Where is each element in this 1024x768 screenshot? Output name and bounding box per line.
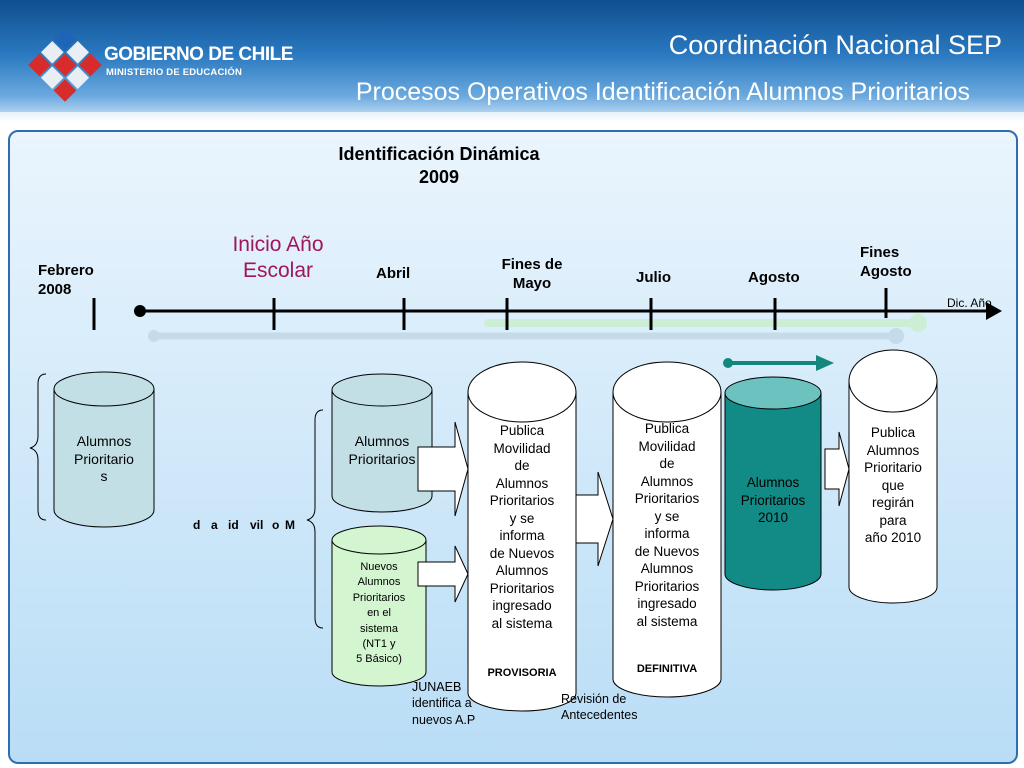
- teal-arrow: [723, 355, 834, 371]
- text-prioritarios: Alumnos Prioritarios: [348, 433, 416, 467]
- label-provisoria: PROVISORIA: [487, 667, 557, 679]
- brand-name: GOBIERNO DE CHILE: [104, 44, 293, 65]
- label-abril: Abril: [376, 265, 411, 282]
- arrow-provisoria-to-definitiva: [575, 471, 614, 567]
- cylinder-nuevos: [331, 525, 427, 687]
- gobierno-logo-icon: [28, 28, 102, 102]
- label-fines-mayo: Fines de Mayo: [501, 256, 563, 292]
- diagram-heading: Identificación Dinámica 2009: [338, 144, 540, 188]
- header-bar: GOBIERNO DE CHILE MINISTERIO DE EDUCACIÓ…: [0, 0, 1024, 120]
- header-divider: [0, 112, 1024, 122]
- cylinder-definitiva: [612, 361, 722, 698]
- text-definitiva: Publica Movilidad de Alumnos Prioritario…: [634, 421, 700, 630]
- cylinder-provisoria: [467, 361, 577, 712]
- page-subtitle: Procesos Operativos Identificación Alumn…: [355, 78, 970, 106]
- cylinder-prioritarios: [331, 373, 433, 513]
- arrow-prioritarios-to-provisoria: [417, 421, 469, 517]
- light-blue-bar-end: [148, 330, 160, 342]
- light-blue-bar-end: [888, 328, 904, 344]
- cylinder-prioritarios-2010: [724, 376, 822, 591]
- label-inicio-escolar: Inicio Año Escolar: [232, 233, 324, 283]
- brand-ministry: MINISTERIO DE EDUCACIÓN: [106, 67, 243, 78]
- note-revision: Revisión de Antecedentes: [561, 692, 638, 723]
- label-dic-ano: Dic. Año: [947, 296, 992, 310]
- page-title: Coordinación Nacional SEP: [668, 30, 1002, 60]
- arrow-nuevos-to-provisoria: [417, 545, 469, 603]
- timeline-ticks: [92, 288, 888, 330]
- label-fines-agosto: Fines Agosto: [860, 244, 912, 280]
- left-brace: [29, 373, 47, 521]
- label-definitiva: DEFINITIVA: [636, 663, 698, 675]
- label-agosto: Agosto: [748, 269, 800, 286]
- arrow-2010-to-publica: [824, 431, 850, 507]
- text-provisoria: Publica Movilidad de Alumnos Prioritario…: [489, 423, 555, 632]
- text-prioritarios-2010: Alumnos Prioritarios 2010: [740, 475, 806, 526]
- text-prioritarios-2008: Alumnos Prioritario s: [74, 433, 134, 484]
- text-publica-2010: Publica Alumnos Prioritario que regirán …: [864, 425, 922, 546]
- cylinder-prioritarios-2008: [53, 371, 155, 528]
- cylinder-publica-2010: [848, 349, 938, 604]
- label-julio: Julio: [636, 269, 672, 286]
- movilidad-brace: [306, 409, 324, 629]
- text-nuevos: Nuevos Alumnos Prioritarios en el sistem…: [352, 561, 406, 666]
- timeline-arrowhead: [986, 302, 1002, 320]
- light-green-bar-end: [909, 314, 927, 332]
- label-movilidad: M o vil id a d: [193, 518, 295, 532]
- label-febrero: Febrero 2008: [38, 262, 94, 298]
- timeline-start-dot: [134, 305, 146, 317]
- note-junaeb: JUNAEB identifica a nuevos A.P: [412, 680, 476, 727]
